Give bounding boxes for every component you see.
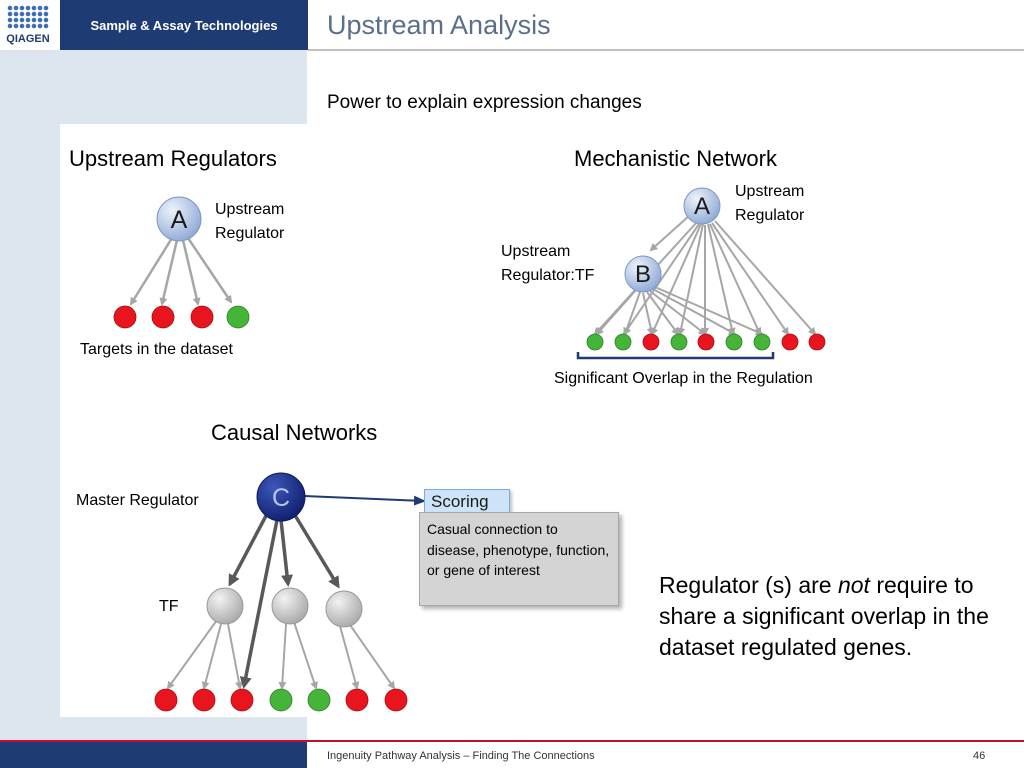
causal-master-edges: [228, 511, 340, 689]
mechanistic-targets: [586, 333, 826, 351]
targets-label: Targets in the dataset: [80, 341, 233, 358]
header-band: [60, 0, 308, 50]
scoring-arrow: [303, 495, 426, 506]
causal-target-red-3: [230, 688, 254, 712]
mech-target-red-9: [808, 333, 826, 351]
footer-text: Ingenuity Pathway Analysis – Finding The…: [327, 750, 595, 762]
footer-divider: [0, 740, 1024, 742]
mech-target-green-1: [586, 333, 604, 351]
upstream-regulator-label-2: Regulator: [215, 225, 285, 242]
node-letter-c: C: [272, 484, 290, 512]
causal-target-green-4: [269, 688, 293, 712]
mech-target-green-4: [670, 333, 688, 351]
slide-subtitle: Power to explain expression changes: [327, 92, 642, 113]
upstream-target-green-4: [226, 305, 250, 329]
overlap-label: Significant Overlap in the Regulation: [554, 370, 813, 387]
regulator-note-emphasis: not: [837, 572, 870, 598]
footer-band: [0, 742, 307, 768]
causal-tf-edges: [166, 619, 396, 690]
causal-target-red-1: [154, 688, 178, 712]
overlap-bracket: [576, 352, 775, 360]
mech-node-b-label-1: Upstream: [501, 243, 571, 260]
master-regulator-node: [256, 472, 306, 522]
upstream-regulators-heading: Upstream Regulators: [69, 146, 277, 171]
mech-node-a-label-1: Upstream: [735, 183, 805, 200]
upstream-edges: [129, 237, 233, 306]
mech-node-b-label-2: Regulator:TF: [501, 267, 595, 284]
mechanistic-edges-b: [595, 286, 764, 336]
upstream-targets: [113, 305, 250, 329]
mech-target-red-8: [781, 333, 799, 351]
causal-target-red-7: [384, 688, 408, 712]
regulator-note: Regulator (s) are not require to share a…: [659, 570, 1004, 663]
mech-target-green-7: [753, 333, 771, 351]
callout-text: Casual connection to disease, phenotype,…: [427, 521, 610, 578]
node-letter-a: A: [171, 206, 188, 234]
mech-target-green-6: [725, 333, 743, 351]
mechanistic-node-b: [624, 255, 662, 293]
tf-node-3: [325, 590, 363, 628]
tf-label: TF: [159, 598, 179, 615]
qiagen-logo-dots: QIAGEN: [6, 5, 50, 45]
mech-node-a-label-2: Regulator: [735, 207, 805, 224]
mech-target-red-5: [697, 333, 715, 351]
causal-networks-heading: Causal Networks: [211, 420, 378, 445]
mechanistic-edges-a: [593, 214, 817, 336]
mech-target-red-3: [642, 333, 660, 351]
scoring-label: Scoring: [431, 492, 489, 511]
slide-title: Upstream Analysis: [327, 10, 551, 40]
qiagen-logo: QIAGEN: [0, 0, 60, 50]
brand-label: Sample & Assay Technologies: [90, 18, 278, 33]
tf-node-2: [271, 587, 309, 625]
upstream-target-red-1: [113, 305, 137, 329]
causal-target-red-2: [192, 688, 216, 712]
upstream-target-red-3: [190, 305, 214, 329]
causal-targets: [154, 688, 408, 712]
mech-node-letter-b: B: [635, 261, 651, 288]
tf-node-1: [206, 587, 244, 625]
mech-node-letter-a: A: [694, 193, 710, 220]
upstream-regulator-label-1: Upstream: [215, 201, 285, 218]
regulator-note-before: Regulator (s) are: [659, 572, 838, 598]
causal-target-red-6: [345, 688, 369, 712]
header-divider: [308, 49, 1024, 51]
upstream-target-red-2: [151, 305, 175, 329]
logo-text: QIAGEN: [6, 33, 49, 45]
mechanistic-node-a: [683, 187, 721, 225]
mechanistic-network-heading: Mechanistic Network: [574, 146, 777, 171]
upstream-regulator-node: [156, 196, 202, 242]
master-regulator-label: Master Regulator: [76, 492, 199, 509]
regulator-note-after: require to share a significant overlap i…: [659, 572, 989, 660]
page-number: 46: [973, 750, 986, 762]
mech-target-green-2: [614, 333, 632, 351]
callout-box: [419, 512, 619, 606]
causal-target-green-5: [307, 688, 331, 712]
